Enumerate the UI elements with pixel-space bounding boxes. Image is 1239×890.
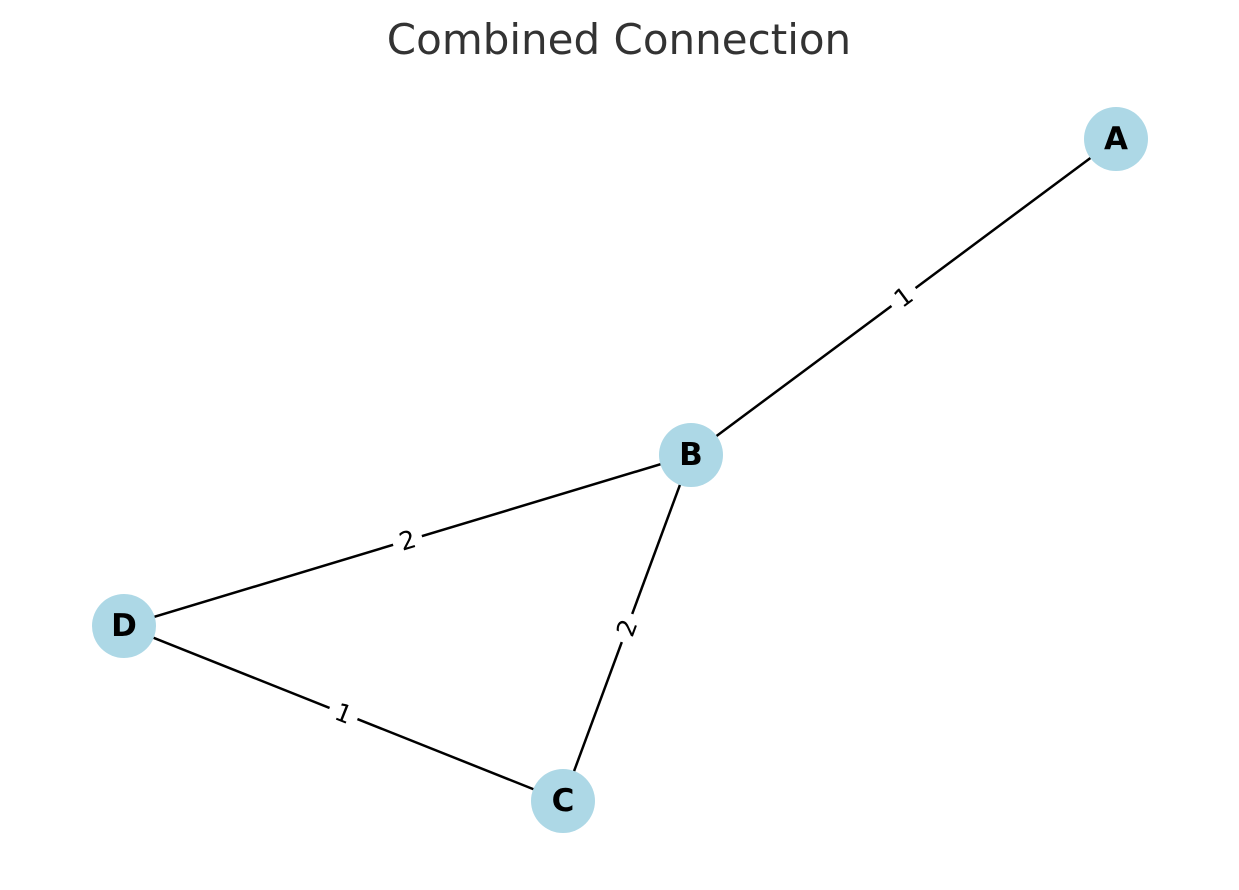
edge-label-background [882, 276, 925, 318]
node-b: B [659, 423, 723, 487]
node-circle [92, 594, 156, 658]
node-circle [659, 423, 723, 487]
node-label: D [111, 608, 137, 644]
node-label: A [1104, 121, 1128, 157]
edge-label-a-b: 1 [882, 276, 925, 318]
edges-layer [123, 137, 1117, 803]
edge-label-background [324, 694, 363, 733]
edge-label-d-c: 1 [324, 694, 363, 733]
edge-label-b-c: 2 [607, 608, 647, 648]
node-circle [1084, 107, 1148, 171]
node-d: D [92, 594, 156, 658]
edge-label-background [607, 608, 647, 648]
node-circle [531, 769, 595, 833]
diagram-title: Combined Connection [387, 15, 851, 64]
node-c: C [531, 769, 595, 833]
node-a: A [1084, 107, 1148, 171]
nodes-layer: A B C D [92, 107, 1148, 833]
edge-label-b-d: 2 [388, 521, 427, 560]
edge-label-background [388, 521, 427, 560]
node-label: C [552, 783, 575, 819]
edge-labels-layer: 1 2 2 1 [324, 276, 925, 733]
node-label: B [679, 437, 703, 473]
